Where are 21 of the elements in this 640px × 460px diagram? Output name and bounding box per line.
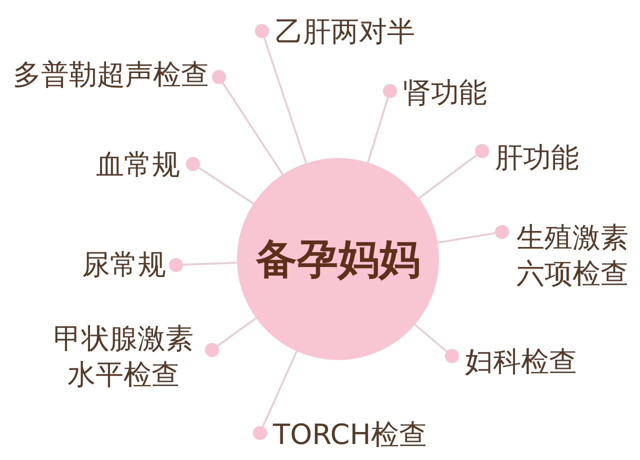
connector-line bbox=[198, 167, 254, 204]
item-label: 肝功能 bbox=[495, 140, 579, 176]
connector-line bbox=[262, 350, 298, 427]
item-label: TORCH检查 bbox=[273, 417, 427, 453]
connector-line bbox=[222, 82, 284, 175]
connector-line bbox=[418, 154, 477, 200]
connector-line bbox=[438, 232, 496, 244]
item-label: 尿常规 bbox=[82, 247, 166, 283]
item-label: 妇科检查 bbox=[465, 344, 577, 380]
connector-line bbox=[414, 324, 448, 352]
connector-line bbox=[182, 262, 238, 266]
item-label: 血常规 bbox=[96, 147, 180, 183]
connector-line bbox=[367, 97, 389, 163]
connector-line bbox=[263, 37, 307, 164]
item-label: 肾功能 bbox=[403, 75, 487, 111]
item-label: 乙肝两对半 bbox=[275, 14, 415, 50]
connector-line bbox=[217, 317, 257, 347]
item-label: 甲状腺激素水平检查 bbox=[52, 321, 195, 393]
item-label: 生殖激素六项检查 bbox=[515, 220, 630, 292]
center-label: 备孕妈妈 bbox=[256, 235, 420, 283]
item-label: 多普勒超声检查 bbox=[13, 57, 209, 93]
